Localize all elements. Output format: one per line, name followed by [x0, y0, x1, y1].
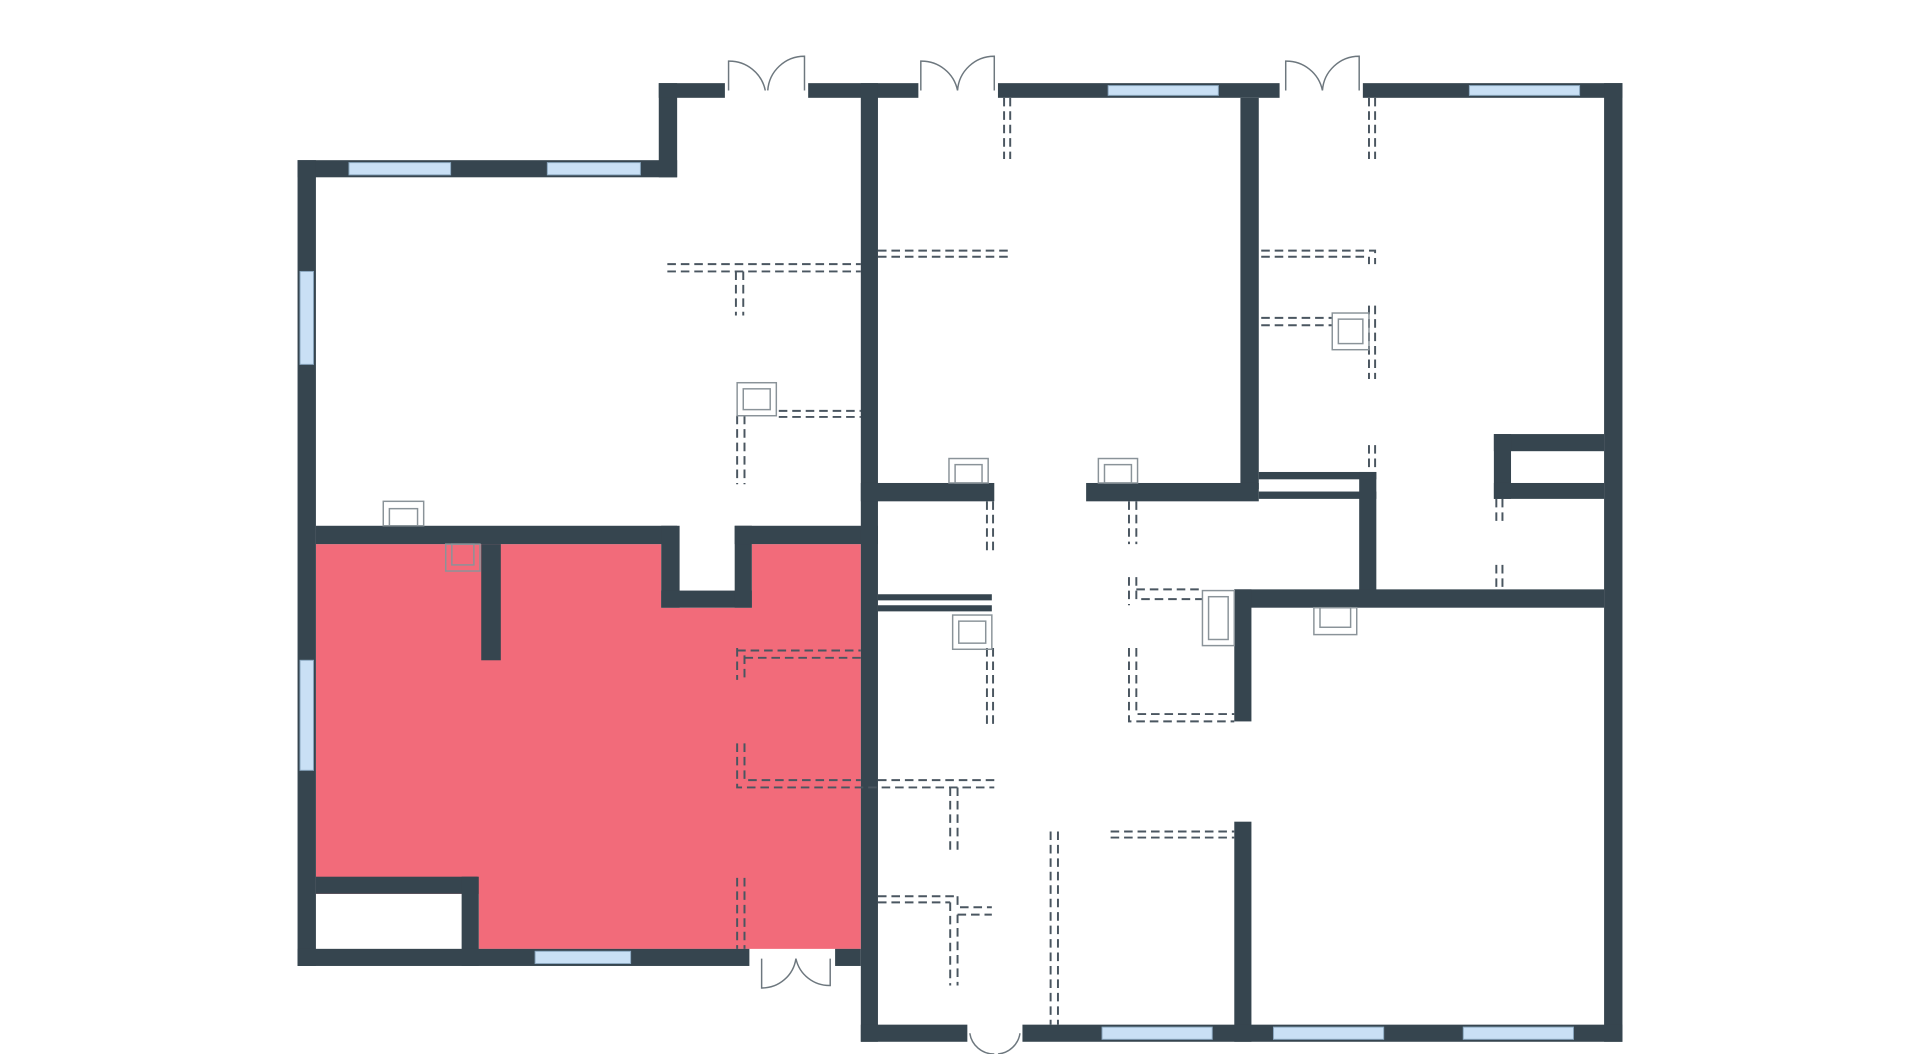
fixtures	[382, 312, 1370, 651]
windows	[299, 85, 1581, 1040]
dashed-partitions	[667, 97, 1504, 1025]
highlighted-room[interactable]	[315, 544, 861, 949]
walls	[297, 83, 1623, 1042]
